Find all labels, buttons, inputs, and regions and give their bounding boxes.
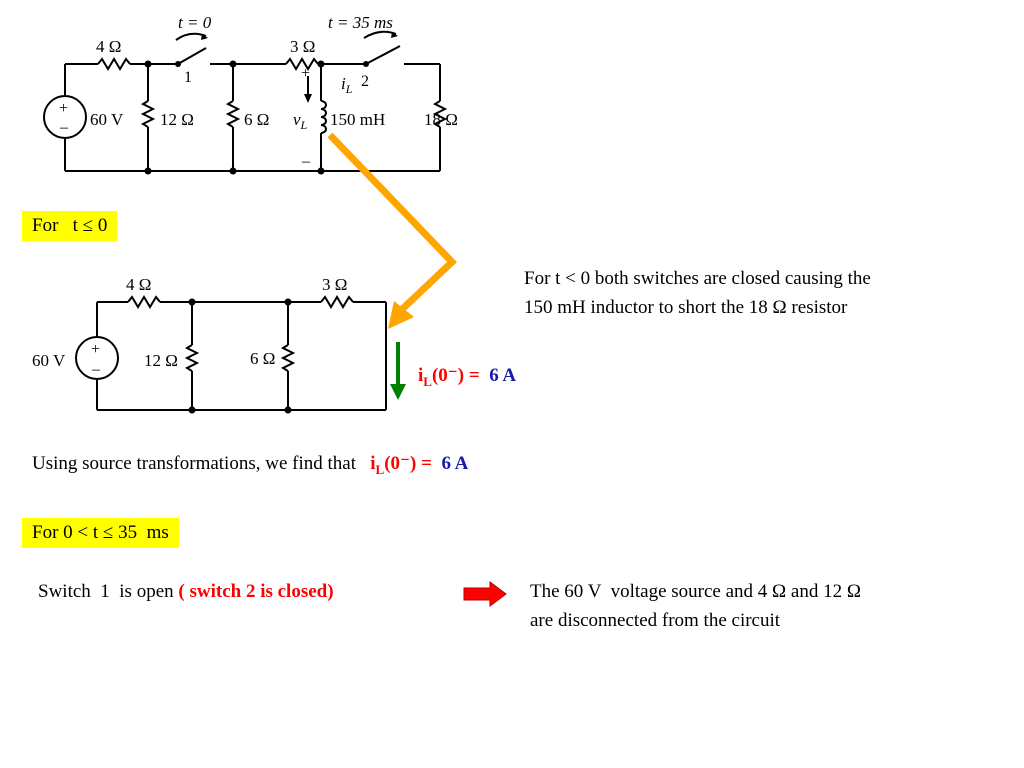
eq-r4-label: 4 Ω	[126, 275, 151, 294]
r12-label: 12 Ω	[160, 110, 194, 129]
eq-r6-label: 6 Ω	[250, 349, 275, 368]
switch2-time-label: t = 35 ms	[328, 13, 393, 32]
inductor-plus: +	[301, 65, 310, 82]
il-value-2: 6 A	[441, 453, 469, 474]
explanation-note-2: The 60 V voltage source and 4 Ω and 12 Ω…	[530, 577, 1010, 635]
switch-state-text: Switch 1 is open	[38, 581, 174, 602]
source-minus: –	[59, 119, 69, 136]
il-label: iL	[341, 74, 353, 96]
note1-line2: 150 mH inductor to short the 18 Ω resist…	[524, 297, 848, 318]
inductor-label: 150 mH	[330, 110, 385, 129]
voltage-label: 60 V	[90, 110, 124, 129]
condition-text-1: For t ≤ 0	[32, 215, 108, 236]
source-transformation-text: Using source transformations, we find th…	[32, 453, 356, 474]
switch-state-line: Switch 1 is open ( switch 2 is closed)	[38, 577, 334, 606]
il-initial-equation: iL(0⁻) = 6 A	[418, 361, 516, 391]
condition-text-2: For 0 < t ≤ 35 ms	[32, 522, 169, 543]
red-right-arrow-icon	[463, 581, 507, 607]
note2-line2: are disconnected from the circuit	[530, 610, 781, 631]
switch2-closed-text: ( switch 2 is closed)	[178, 581, 334, 602]
eq-source-plus: +	[91, 341, 100, 358]
circuit-diagram-equivalent: 4 Ω 3 Ω 60 V 12 Ω 6 Ω + –	[32, 275, 387, 414]
il-symbol-2: i	[370, 453, 376, 474]
il-subscript: L	[423, 374, 432, 389]
eq-source-minus: –	[91, 361, 101, 378]
eq-voltage-label: 60 V	[32, 351, 66, 370]
eq-r12-label: 12 Ω	[144, 351, 178, 370]
vl-label: vL	[293, 110, 308, 132]
circuit-diagram-switched: t = 0 t = 35 ms 4 Ω 3 Ω 60 V 12 Ω 6 Ω vL…	[43, 13, 458, 175]
switch1-number: 1	[184, 69, 192, 86]
r4-label: 4 Ω	[96, 37, 121, 56]
condition-box-t-le-0: For t ≤ 0	[22, 211, 118, 241]
source-plus: +	[59, 100, 68, 117]
il-argument: (0⁻) =	[431, 365, 480, 386]
note1-line1: For t < 0 both switches are closed causi…	[524, 268, 871, 289]
inductor-minus: –	[301, 153, 311, 170]
eq-r3-label: 3 Ω	[322, 275, 347, 294]
source-transformation-line: Using source transformations, we find th…	[32, 449, 468, 479]
orange-arrow	[327, 132, 457, 329]
condition-box-0-to-35ms: For 0 < t ≤ 35 ms	[22, 518, 179, 548]
il-value: 6 A	[489, 365, 517, 386]
note2-line1: The 60 V voltage source and 4 Ω and 12 Ω	[530, 581, 861, 602]
switch1-time-label: t = 0	[178, 13, 212, 32]
il-argument-2: (0⁻) =	[384, 453, 432, 474]
r6-label: 6 Ω	[244, 110, 269, 129]
current-arrow-icon	[390, 342, 406, 400]
r3-label: 3 Ω	[290, 37, 315, 56]
explanation-note-1: For t < 0 both switches are closed causi…	[524, 264, 1004, 322]
il-symbol: i	[418, 365, 424, 386]
il-subscript-2: L	[375, 462, 385, 477]
switch2-number: 2	[361, 73, 369, 90]
r18-label: 18 Ω	[424, 110, 458, 129]
